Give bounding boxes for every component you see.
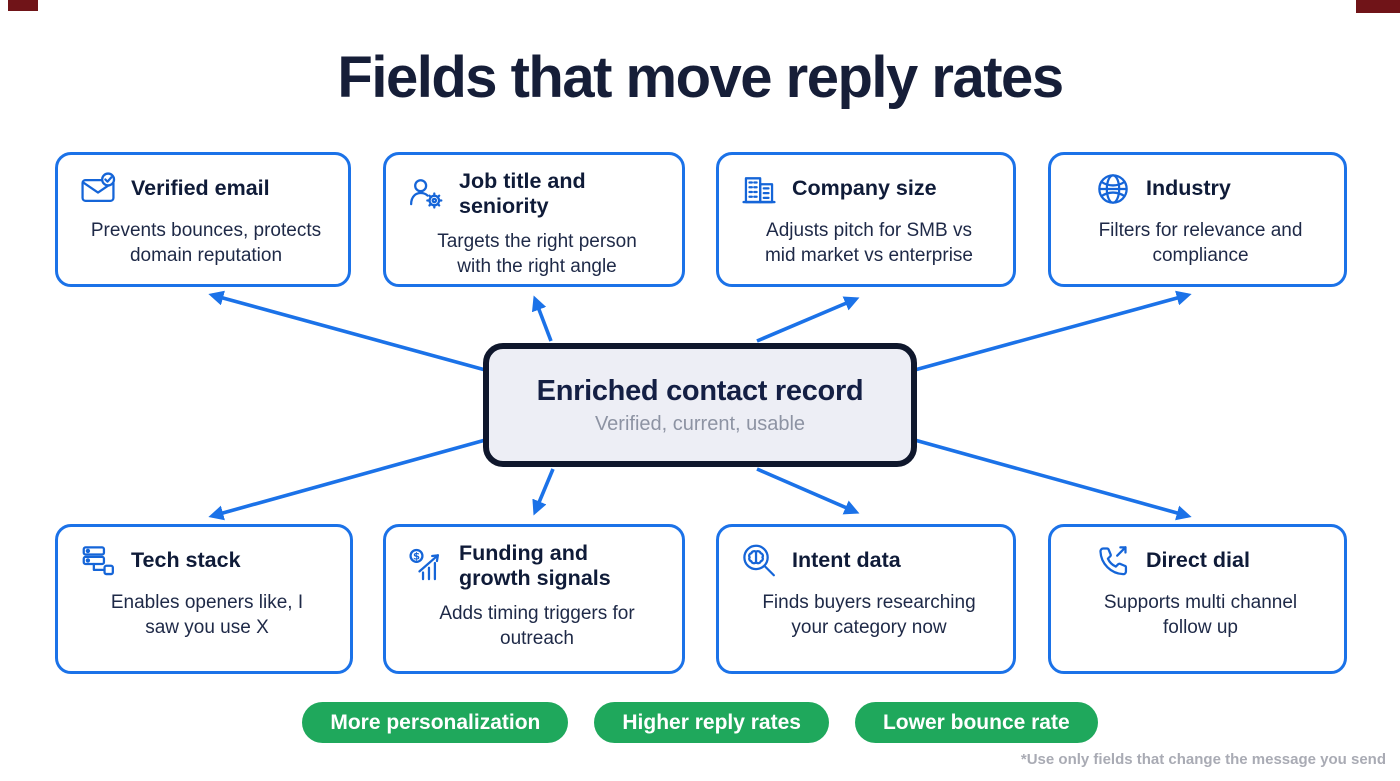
company-size-icon: [739, 169, 779, 209]
tech-stack-icon: [78, 541, 118, 581]
card-description: Enables openers like, I saw you use X: [110, 592, 304, 639]
card-header: Industry: [1093, 169, 1334, 209]
funding-growth-icon: $: [406, 546, 446, 586]
card-title: Direct dial: [1146, 548, 1250, 573]
card-header: $ Funding and growth signals: [406, 541, 672, 592]
card-header: Intent data: [739, 541, 1003, 581]
pill-more-personalization: More personalization: [302, 702, 569, 744]
outcome-pill-row: More personalization Higher reply rates …: [0, 702, 1400, 744]
card-description: Prevents bounces, protects domain reputa…: [90, 220, 322, 267]
corner-mark-right: [1356, 0, 1400, 13]
card-title: Intent data: [792, 548, 901, 573]
card-funding-growth-signals: $ Funding and growth signals Adds timing…: [383, 524, 685, 674]
card-title: Company size: [792, 176, 937, 201]
page-title: Fields that move reply rates: [337, 45, 1064, 110]
card-description: Adjusts pitch for SMB vs mid market vs e…: [764, 220, 973, 267]
pill-higher-reply-rates: Higher reply rates: [594, 702, 829, 744]
card-description: Finds buyers researching your category n…: [762, 592, 976, 639]
card-intent-data: Intent data Finds buyers researching you…: [716, 524, 1016, 674]
job-title-seniority-icon: [406, 174, 446, 214]
card-company-size: Company size Adjusts pitch for SMB vs mi…: [716, 152, 1016, 287]
card-description: Filters for relevance and compliance: [1098, 220, 1303, 267]
card-description: Targets the right person with the right …: [437, 230, 637, 277]
footnote: *Use only fields that change the message…: [1020, 751, 1386, 768]
svg-text:$: $: [413, 552, 420, 563]
card-title: Job title and seniority: [459, 169, 586, 219]
center-hub-subtitle: Verified, current, usable: [594, 412, 806, 435]
center-hub-enriched-contact-record: Enriched contact record Verified, curren…: [483, 343, 917, 467]
card-direct-dial: Direct dial Supports multi channel follo…: [1048, 524, 1347, 674]
card-title: Industry: [1146, 176, 1231, 201]
card-header: Verified email: [78, 169, 338, 209]
card-title: Tech stack: [131, 548, 241, 573]
center-hub-title: Enriched contact record: [536, 374, 864, 407]
card-title: Funding and growth signals: [459, 541, 611, 591]
industry-globe-icon: [1093, 169, 1133, 209]
card-verified-email: Verified email Prevents bounces, protect…: [55, 152, 351, 287]
corner-mark-left: [8, 0, 38, 11]
direct-dial-icon: [1093, 541, 1133, 581]
verified-email-icon: [78, 169, 118, 209]
card-tech-stack: Tech stack Enables openers like, I saw y…: [55, 524, 353, 674]
card-title: Verified email: [131, 176, 270, 201]
pill-lower-bounce-rate: Lower bounce rate: [854, 702, 1098, 744]
card-description: Supports multi channel follow up: [1103, 592, 1298, 639]
card-header: Tech stack: [78, 541, 340, 581]
card-header: Direct dial: [1093, 541, 1334, 581]
card-header: Job title and seniority: [406, 169, 672, 220]
card-industry: Industry Filters for relevance and compl…: [1048, 152, 1347, 287]
intent-data-icon: [739, 541, 779, 581]
card-header: Company size: [739, 169, 1003, 209]
card-job-title-seniority: Job title and seniority Targets the righ…: [383, 152, 685, 287]
card-description: Adds timing triggers for outreach: [439, 602, 635, 649]
